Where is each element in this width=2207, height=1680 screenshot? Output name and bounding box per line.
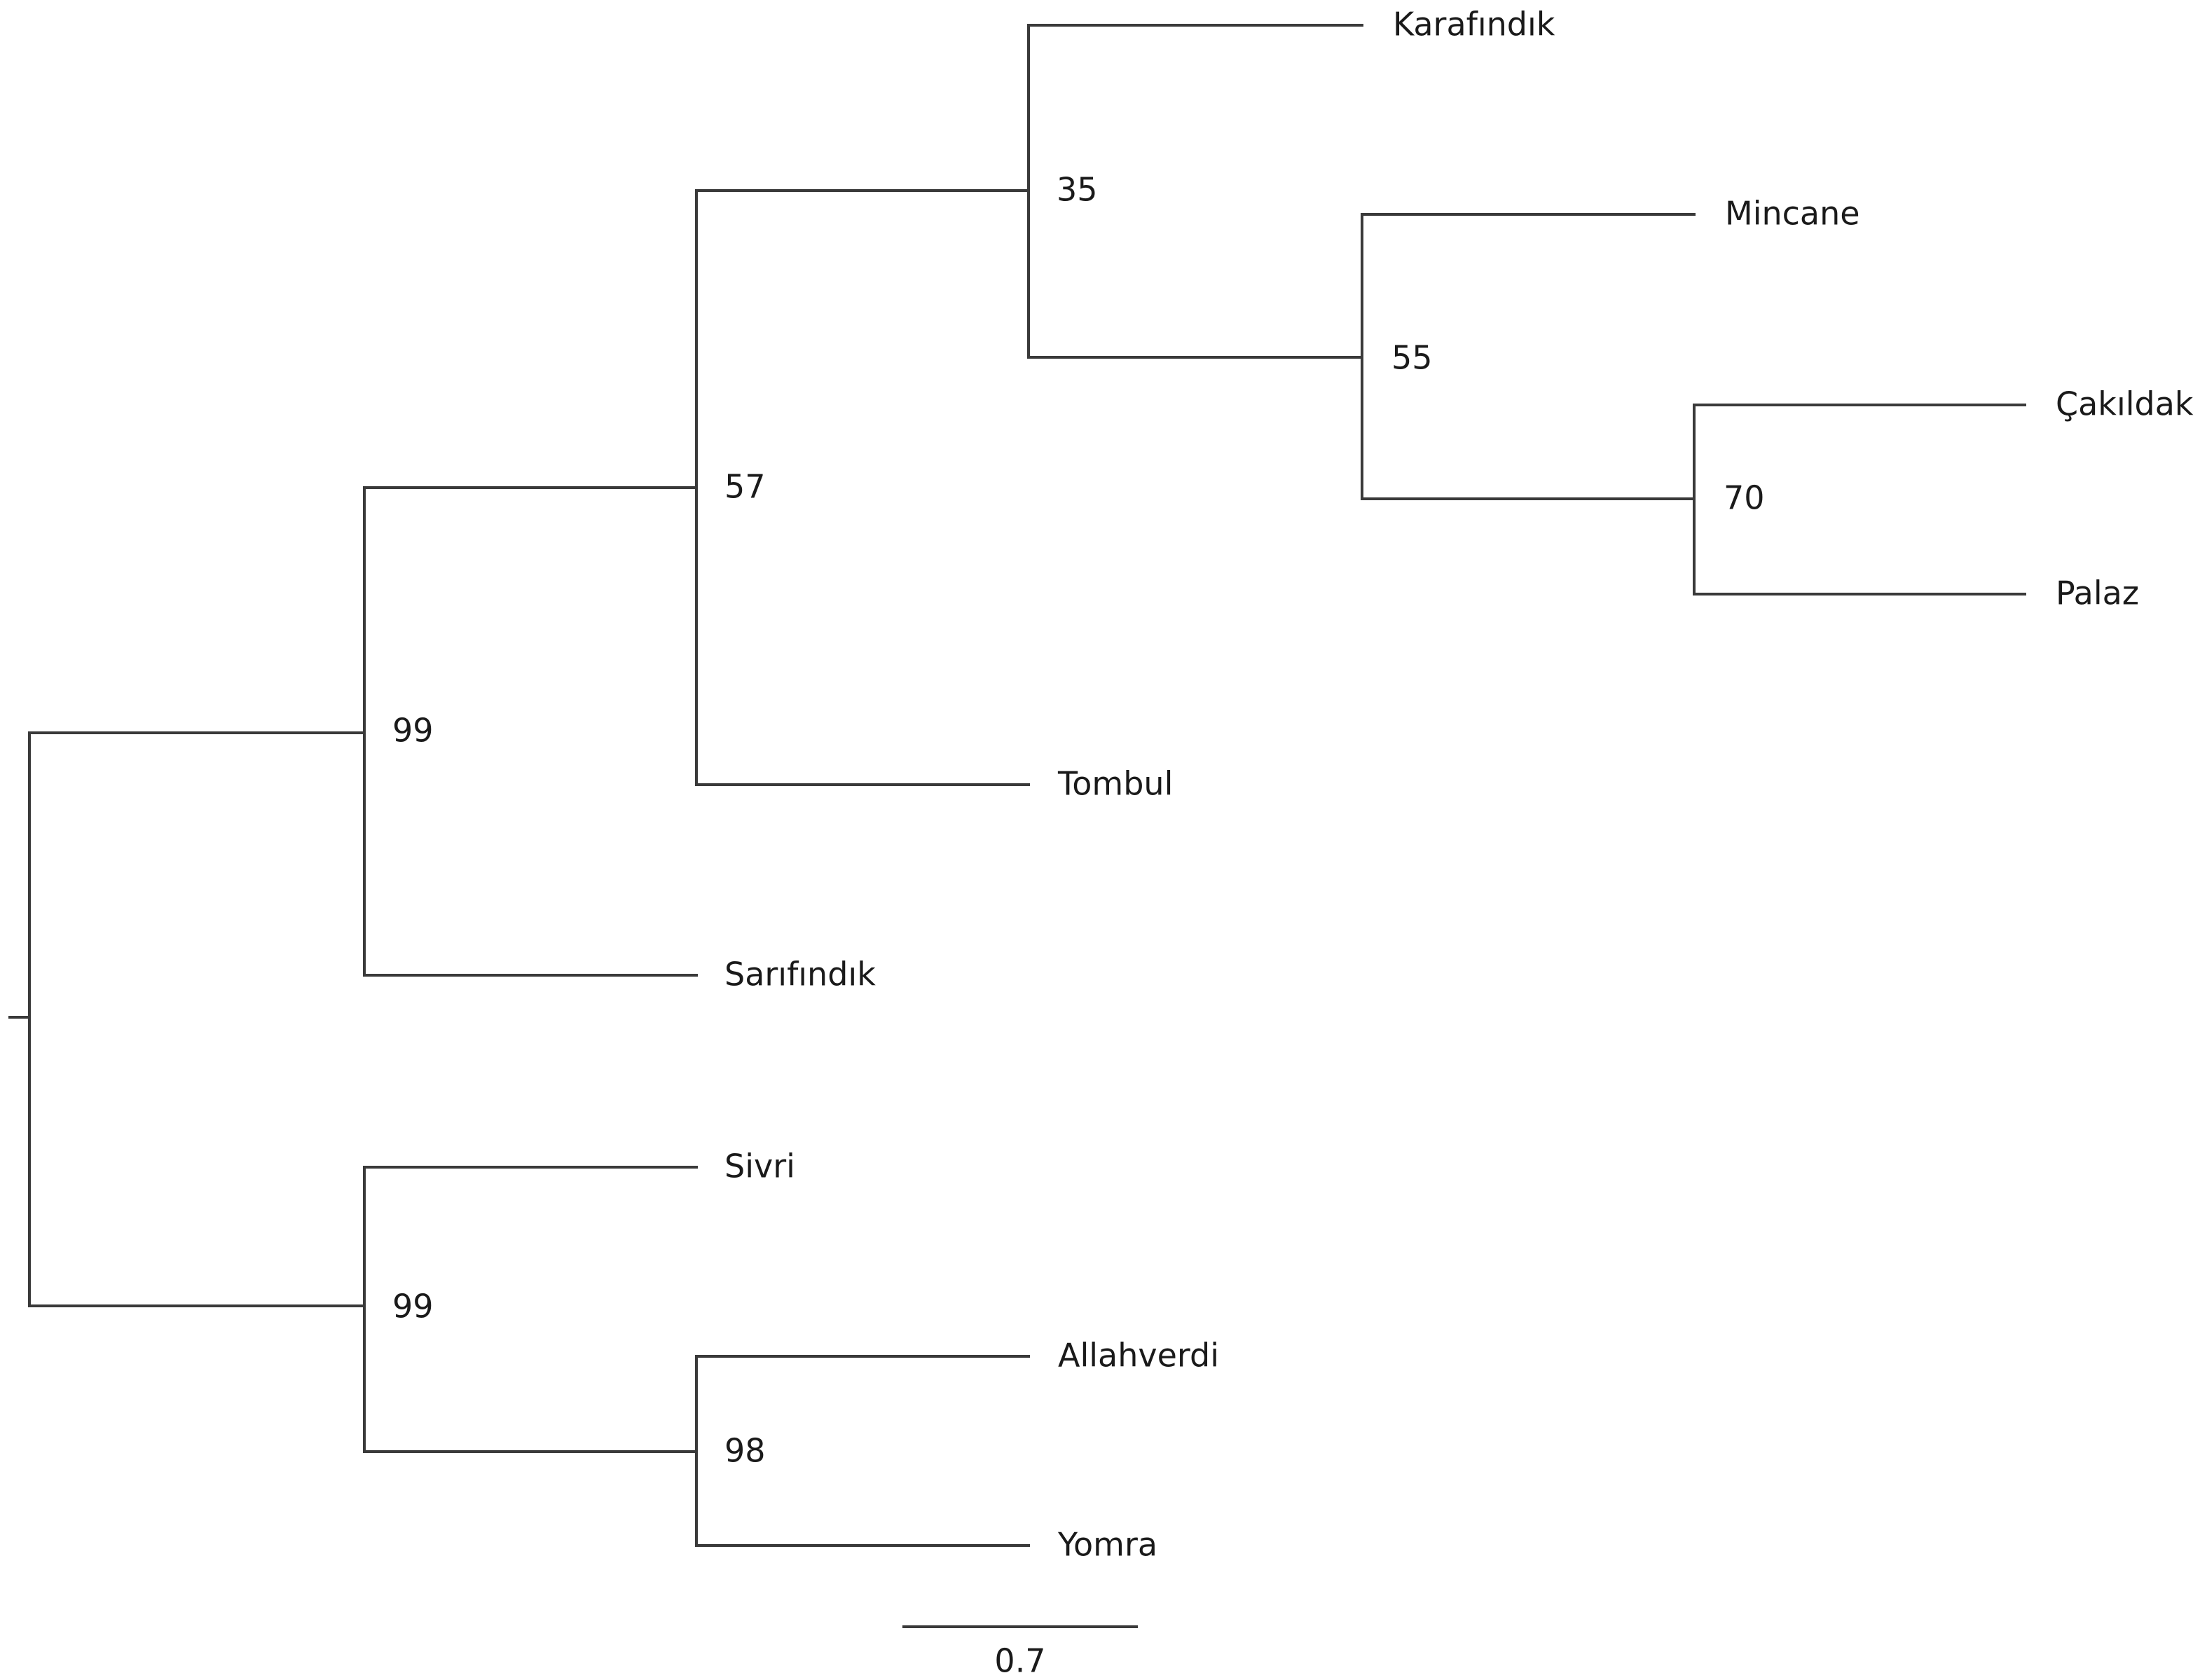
support-value-55: 55: [1391, 339, 1433, 377]
taxon-label-tombul: Tombul: [1057, 765, 1173, 803]
taxon-label-yomra: Yomra: [1057, 1526, 1157, 1564]
support-values: 35 55 70 57 99 99 98: [392, 171, 1765, 1470]
support-value-35: 35: [1057, 171, 1098, 209]
taxon-label-karafindik: Karafındık: [1393, 6, 1555, 43]
taxon-label-palaz: Palaz: [2056, 574, 2139, 612]
taxon-label-sivri: Sivri: [724, 1148, 795, 1185]
support-value-99-lower: 99: [392, 1288, 434, 1326]
support-value-70: 70: [1724, 479, 1765, 517]
support-value-98: 98: [724, 1432, 766, 1470]
taxon-labels: Karafındık Mincane Çakıldak Palaz Tombul…: [724, 6, 2194, 1564]
scale-bar-label: 0.7: [994, 1642, 1045, 1680]
taxon-label-cakildak: Çakıldak: [2056, 385, 2194, 423]
taxon-label-allahverdi: Allahverdi: [1058, 1337, 1219, 1375]
taxon-label-mincane: Mincane: [1725, 195, 1860, 233]
support-value-57: 57: [724, 468, 766, 506]
taxon-label-sarifindik: Sarıfındık: [724, 956, 876, 993]
tree-branches: [8, 24, 2026, 1628]
support-value-99-upper: 99: [392, 712, 434, 750]
